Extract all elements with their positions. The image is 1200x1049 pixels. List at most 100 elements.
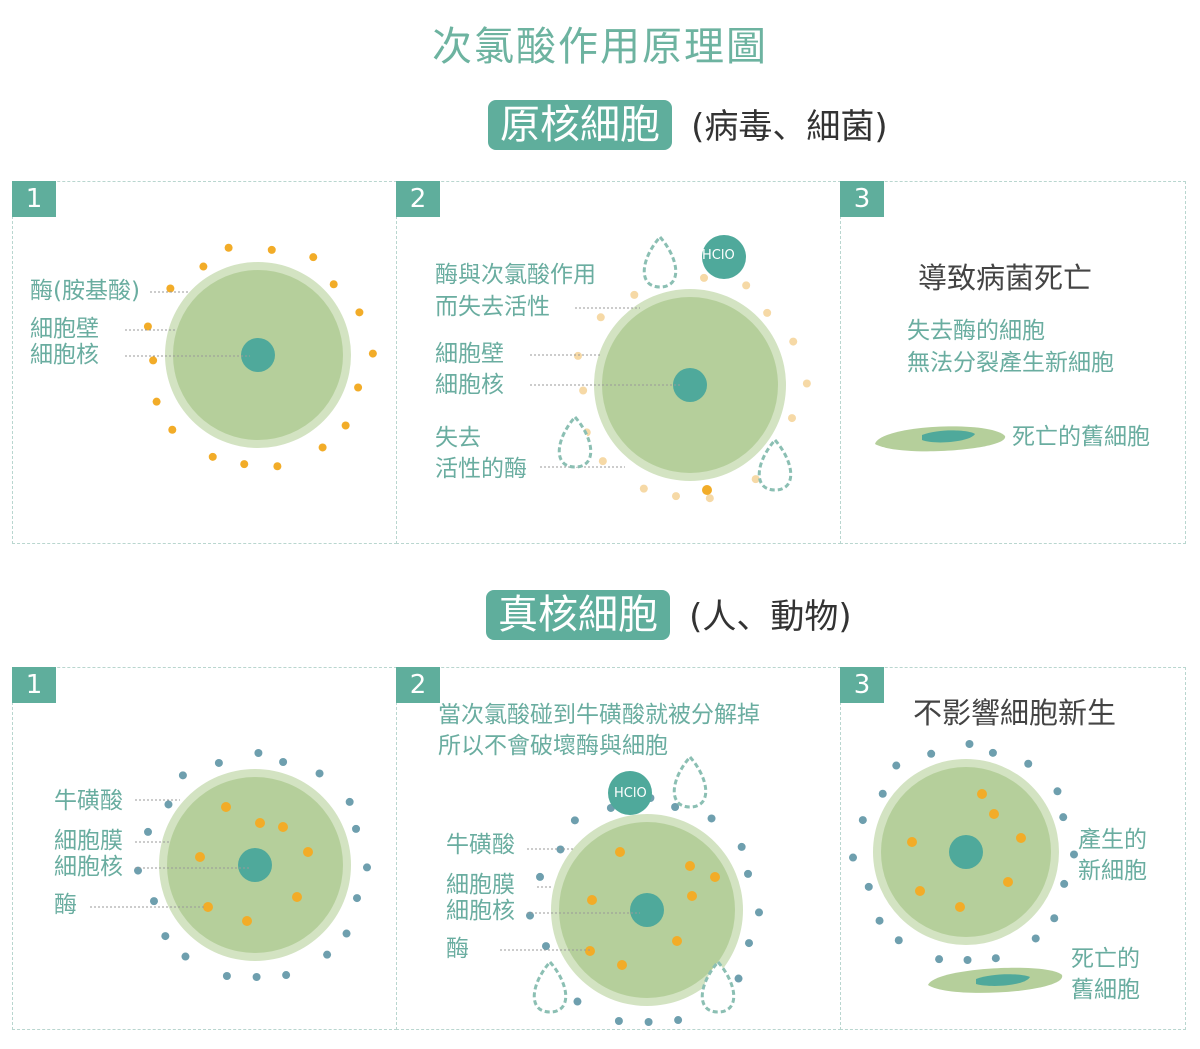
label-enzyme: 酶(胺基酸) [30,278,140,304]
enzyme-dot [617,960,627,970]
taurine-dot [1069,850,1078,859]
taurine-dot [754,908,763,917]
hocl-label: HClO [702,248,735,263]
hocl-molecule [702,235,746,279]
taurine-dot [323,950,332,959]
enzyme-dot [702,485,712,495]
taurine-dot [849,853,858,862]
inactive-enzyme-dot [671,492,680,501]
taurine-dot [254,749,263,758]
panel-heading: 導致病菌死亡 [918,261,1093,295]
panel-text: 無法分裂產生新細胞 [907,350,1114,376]
enzyme-dot [329,280,338,289]
taurine-dot [744,869,753,878]
enzyme-dot [199,262,208,271]
enzyme-dot [221,802,231,812]
taurine-dot [1053,787,1062,796]
step-number: 2 [396,181,440,217]
taurine-dot [737,842,746,851]
enzyme-dot [685,861,695,871]
enzyme-dot [955,902,965,912]
enzyme-dot [368,349,377,358]
taurine-dot [178,771,187,780]
enzyme-dot [195,852,205,862]
inactive-enzyme-dot [802,379,811,388]
enzyme-dot [318,443,327,452]
enzyme-dot [710,872,720,882]
enzyme-character [532,959,568,1014]
taurine-dot [858,816,867,825]
label-enzyme: 酶 [446,936,469,962]
taurine-dot [894,936,903,945]
dead-cell-nucleus [976,974,1030,986]
taurine-dot [149,897,158,906]
inactive-enzyme-dot [751,475,760,484]
step-number: 2 [396,667,440,703]
taurine-dot [1050,914,1059,923]
step-number: 1 [12,181,56,217]
inactive-enzyme-dot [596,313,605,322]
enzyme-dot [687,891,697,901]
page-title: 次氯酸作用原理圖 [432,24,768,70]
enzyme-dot [309,253,318,262]
inactive-enzyme-character [557,414,593,469]
label-nucleus: 細胞核 [435,372,504,398]
taurine-dot [315,769,324,778]
taurine-dot [927,749,936,758]
inactive-enzyme-dot [630,290,639,299]
enzyme-dot [1003,877,1013,887]
prokaryote-heading: 原核細胞 (病毒、細菌) [488,92,888,150]
taurine-dot [965,740,974,749]
hocl-molecule [608,771,652,815]
label-enzyme: 酶 [54,892,77,918]
label-taurine: 牛磺酸 [54,788,123,814]
panel-text: 當次氯酸碰到牛磺酸就被分解掉 [438,702,760,728]
taurine-dot [674,1016,683,1025]
enzyme-dot [292,892,302,902]
enzyme-dot [273,462,282,471]
hocl-character [672,754,708,809]
eukaryote-heading: 真核細胞 (人、動物) [486,582,852,640]
label-dead-cell: 死亡的舊細胞 [1012,424,1150,450]
label-cell-wall: 細胞壁 [435,341,504,367]
taurine-dot [181,952,190,961]
taurine-dot [282,971,291,980]
taurine-dot [614,1016,623,1025]
taurine-dot [644,1017,653,1026]
enzyme-dot [278,822,288,832]
taurine-dot [734,974,743,983]
taurine-dot [362,863,371,872]
hocl-label: HClO [614,786,647,801]
taurine-dot [991,954,1000,963]
taurine-dot [279,758,288,767]
label-taurine: 牛磺酸 [446,832,515,858]
label-nucleus: 細胞核 [446,898,515,924]
nucleus [241,338,275,372]
taurine-dot [144,827,153,836]
label-new-cell: 產生的 [1078,827,1147,853]
label-dead-cell: 舊細胞 [1071,977,1140,1003]
taurine-dot [214,758,223,767]
taurine-dot [1024,759,1033,768]
enzyme-dot [354,383,363,392]
panel-heading: 不影響細胞新生 [913,696,1117,730]
dead-cell-nucleus [922,430,975,443]
taurine-dot [875,916,884,925]
enzyme-dot [242,916,252,926]
taurine-dot [252,972,261,981]
panel-text: 所以不會破壞酶與細胞 [438,733,668,759]
enzyme-dot [1016,833,1026,843]
enzyme-dot [615,847,625,857]
prokaryote-panel-3 [840,181,1186,544]
inactive-enzyme-dot [598,457,607,466]
enzyme-dot [208,452,217,461]
eukaryote-subtitle: (人、動物) [689,597,852,637]
label-cell-wall: 細胞壁 [30,316,99,342]
enzyme-dot [989,809,999,819]
label-nucleus: 細胞核 [30,342,99,368]
inactive-enzyme-dot [700,273,709,282]
label-lost: 失去 [435,425,481,451]
eukaryote-badge: 真核細胞 [486,590,670,640]
taurine-dot [935,955,944,964]
